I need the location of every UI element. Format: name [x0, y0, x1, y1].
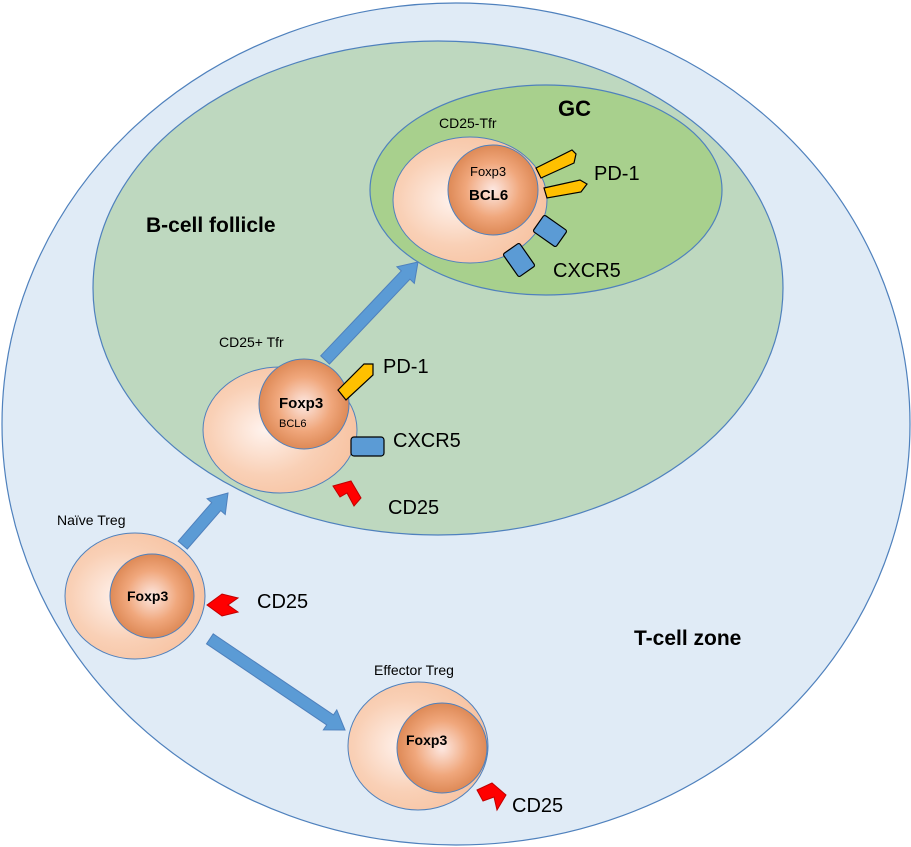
b-cell-follicle-label: B-cell follicle: [146, 214, 276, 237]
cd25pos-tfr-label: CD25+ Tfr: [219, 334, 284, 350]
arrow-tfr-to-gc: [320, 261, 419, 365]
cd25-receptor-icon: [206, 593, 240, 617]
cd25-receptor-icon: [332, 480, 362, 507]
nucleus-foxp3-label: Foxp3: [470, 164, 506, 179]
cd25-label: CD25: [257, 591, 308, 613]
cd25neg-tfr-label: CD25-Tfr: [439, 115, 497, 131]
cd25-receptor-icon: [476, 782, 507, 812]
pd1-label: PD-1: [594, 163, 640, 185]
nucleus-foxp3-label: Foxp3: [279, 395, 323, 412]
pd1-receptor-icon: [337, 363, 374, 401]
cxcr5-label: CXCR5: [393, 430, 461, 452]
naive-treg-cell: Naïve Treg Foxp3 CD25: [57, 512, 308, 660]
nucleus-bcl6-label: BCL6: [469, 187, 508, 204]
arrow-naive-to-tfr: [177, 492, 229, 550]
cd25-label: CD25: [512, 795, 563, 817]
nucleus-foxp3-label: Foxp3: [406, 732, 447, 748]
pd1-receptor-icon: [535, 149, 577, 179]
cxcr5-receptor-icon: [350, 436, 385, 457]
cxcr5-receptor-icon: [502, 242, 536, 278]
cd25pos-tfr-cell: CD25+ Tfr Foxp3 BCL6 PD-1 CXCR5 CD25: [202, 334, 461, 519]
arrow-naive-to-effector: [205, 633, 346, 731]
gc-label: GC: [558, 96, 591, 121]
effector-treg-label: Effector Treg: [374, 662, 454, 678]
cxcr5-label: CXCR5: [553, 260, 621, 282]
effector-treg-cell: Effector Treg Foxp3 CD25: [347, 662, 563, 817]
pd1-receptor-icon: [543, 179, 588, 199]
nucleus-foxp3-label: Foxp3: [127, 588, 168, 604]
nucleus-bcl6-label: BCL6: [279, 418, 307, 430]
cd25neg-tfr-cell: CD25-Tfr Foxp3 BCL6 PD-1 CXCR5: [392, 115, 640, 282]
pd1-label: PD-1: [383, 356, 429, 378]
cd25-label: CD25: [388, 497, 439, 519]
cxcr5-receptor-icon: [532, 214, 568, 248]
t-cell-zone-label: T-cell zone: [634, 627, 741, 650]
naive-treg-label: Naïve Treg: [57, 512, 125, 528]
